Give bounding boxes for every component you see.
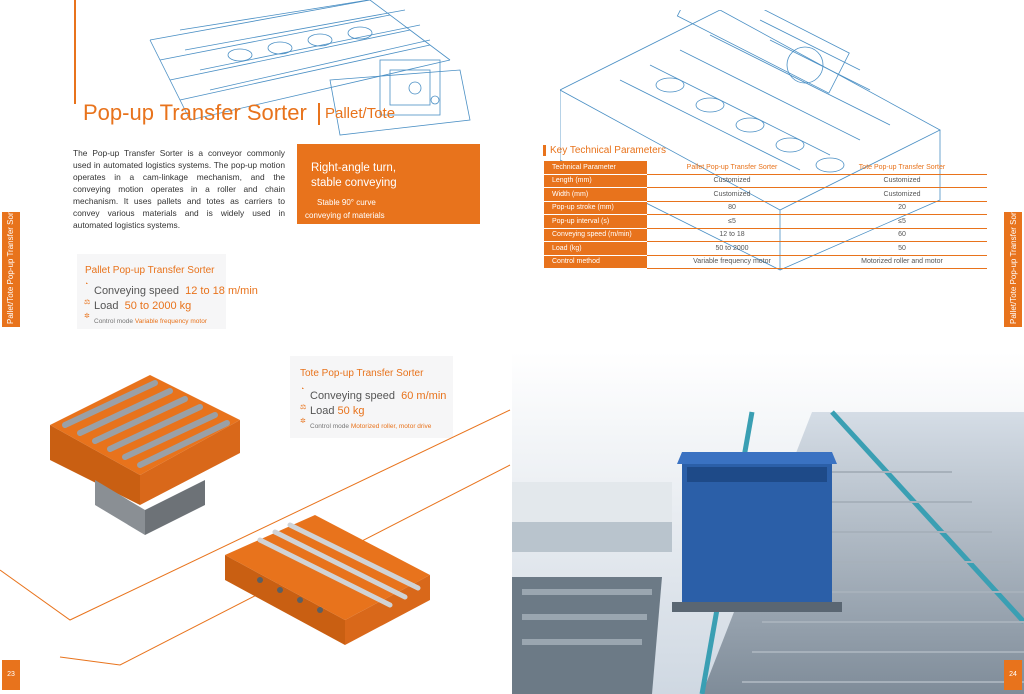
left-side-tab-label: Pallet/Tote Pop-up Transfer Sorter	[6, 203, 15, 324]
table-cell: Pop-up interval (s)	[544, 214, 647, 229]
speed-icon: ◔	[300, 386, 305, 393]
page-subtitle: Pallet/Tote	[325, 105, 396, 122]
table-cell: ≤5	[817, 214, 987, 229]
pallet-spec-card: Pallet Pop-up Transfer Sorter ◔ Conveyin…	[77, 254, 258, 329]
promo-box: Right-angle turn, stable conveying Stabl…	[297, 144, 480, 224]
wireframe-drawing-left	[149, 0, 471, 136]
decorative-lines	[0, 409, 511, 666]
table-header-cell: Tote Pop-up Transfer Sorter	[817, 161, 987, 175]
conveyor-photo	[512, 352, 1024, 694]
table-cell: 50	[817, 241, 987, 256]
table-cell: Length (mm)	[544, 174, 647, 188]
table-cell: Customized	[817, 187, 987, 202]
load-icon: ⚖	[84, 299, 91, 306]
pallet-control-mode: Control mode Variable frequency motor	[94, 318, 207, 325]
page-number-right: 24	[1004, 660, 1022, 690]
table-cell: Variable frequency motor	[647, 255, 817, 269]
page-title: Pop-up Transfer Sorter	[83, 100, 307, 125]
pallet-speed: Conveying speed 12 to 18 m/min	[94, 285, 258, 297]
subtitle-divider	[318, 103, 320, 125]
tote-speed: Conveying speed 60 m/min	[310, 390, 447, 402]
table-cell: 80	[647, 201, 817, 215]
table-cell: Customized	[647, 187, 817, 202]
pallet-sorter-image	[50, 375, 240, 535]
table-header-row: Technical Parameter Pallet Pop-up Transf…	[544, 161, 987, 175]
pallet-card-title: Pallet Pop-up Transfer Sorter	[85, 265, 215, 276]
title-accent-line	[74, 0, 76, 104]
right-side-tab: Pallet/Tote Pop-up Transfer Sorter	[1004, 203, 1022, 327]
table-header-cell: Technical Parameter	[544, 161, 647, 175]
table-cell: ≤5	[647, 214, 817, 229]
table-cell: Motorized roller and motor	[817, 255, 987, 269]
table-row: Width (mm) Customized Customized	[544, 187, 987, 202]
table-cell: Conveying speed (m/min)	[544, 228, 647, 242]
table-row: Conveying speed (m/min) 12 to 18 60	[544, 228, 987, 242]
table-row: Pop-up interval (s) ≤5 ≤5	[544, 214, 987, 229]
promo-subtext: Stable 90° curve conveying of materials	[305, 198, 385, 220]
table-row: Control method Variable frequency motor …	[544, 255, 987, 269]
table-cell: Control method	[544, 255, 647, 269]
pallet-load: Load 50 to 2000 kg	[94, 300, 192, 312]
table-cell: Width (mm)	[544, 187, 647, 202]
tote-control-mode: Control mode Motorized roller, motor dri…	[310, 423, 432, 430]
intro-paragraph: The Pop-up Transfer Sorter is a conveyor…	[73, 148, 285, 230]
table-cell: Load (kg)	[544, 241, 647, 256]
table-cell: 50 to 2000	[647, 241, 817, 256]
control-icon: ✲	[300, 418, 306, 425]
tote-card-title: Tote Pop-up Transfer Sorter	[300, 368, 424, 379]
table-cell: 60	[817, 228, 987, 242]
tote-spec-card: Tote Pop-up Transfer Sorter ◔ Conveying …	[290, 356, 453, 438]
key-params-bullet	[543, 145, 546, 156]
table-cell: Pop-up stroke (mm)	[544, 201, 647, 215]
table-cell: 20	[817, 201, 987, 215]
tote-sorter-image	[225, 515, 430, 645]
key-params-table: Technical Parameter Pallet Pop-up Transf…	[544, 161, 987, 269]
table-cell: Customized	[647, 174, 817, 188]
page-number-left: 23	[2, 660, 20, 690]
tote-load: Load 50 kg	[310, 405, 365, 417]
table-row: Length (mm) Customized Customized	[544, 174, 987, 188]
table-cell: 12 to 18	[647, 228, 817, 242]
table-row: Pop-up stroke (mm) 80 20	[544, 201, 987, 215]
key-params-title: Key Technical Parameters	[550, 145, 666, 156]
right-side-tab-label: Pallet/Tote Pop-up Transfer Sorter	[1009, 203, 1018, 324]
table-header-cell: Pallet Pop-up Transfer Sorter	[647, 161, 817, 175]
load-icon: ⚖	[300, 404, 307, 411]
table-row: Load (kg) 50 to 2000 50	[544, 241, 987, 256]
promo-heading: Right-angle turn, stable conveying	[311, 162, 397, 189]
left-side-tab: Pallet/Tote Pop-up Transfer Sorter	[2, 203, 20, 327]
table-cell: Customized	[817, 174, 987, 188]
control-icon: ✲	[84, 313, 90, 320]
speed-icon: ◔	[84, 281, 89, 288]
